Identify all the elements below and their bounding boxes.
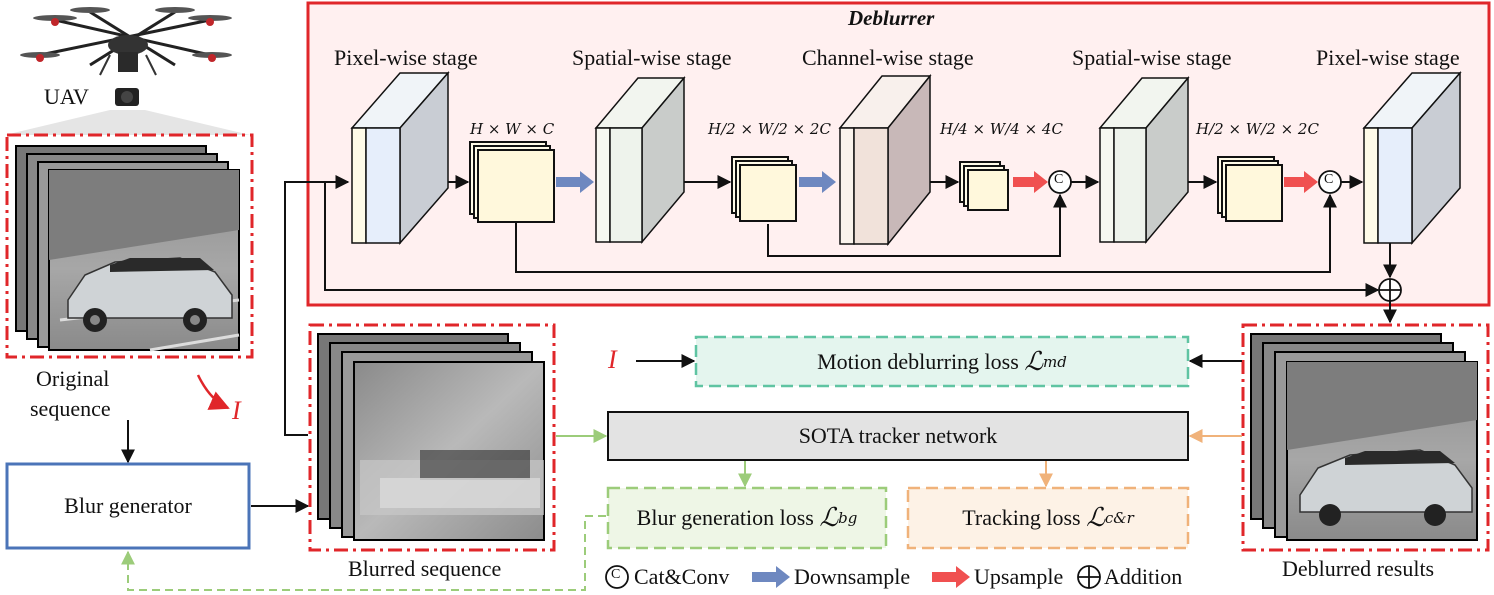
feature-map-3 <box>959 161 1009 211</box>
upsample-arrow-2 <box>1284 171 1318 193</box>
stage-label-3: Channel-wise stage <box>802 45 974 70</box>
dim-label-2: H/2 × W/2 × 2C <box>708 120 831 138</box>
stage-label-4: Spatial-wise stage <box>1072 45 1232 70</box>
legend-addition-label: Addition <box>1104 564 1183 589</box>
legend-upsample-label: Upsample <box>974 564 1064 589</box>
dim-label-4: H/2 × W/2 × 2C <box>1196 120 1319 138</box>
blurred-sequence-frames <box>317 333 545 541</box>
original-sequence-label-2: sequence <box>30 396 111 421</box>
legend-catconv-icon <box>605 565 629 589</box>
dim-label-1: H × W × C <box>470 120 555 138</box>
concat-node-2-label: C <box>1324 172 1334 187</box>
feature-map-2 <box>731 156 797 222</box>
stage-label-2: Spatial-wise stage <box>572 45 732 70</box>
original-to-I-arrow <box>196 374 230 410</box>
channel-block <box>838 73 932 247</box>
input-symbol-motion: I <box>608 345 617 374</box>
spatial-block-2 <box>1098 75 1190 245</box>
original-sequence-box <box>5 133 254 359</box>
blur-generator-label: Blur generator <box>64 493 192 518</box>
uav-label: UAV <box>44 84 89 109</box>
feature-map-1 <box>469 141 555 223</box>
legend-downsample-label: Downsample <box>794 564 911 589</box>
legend-downsample-icon <box>752 566 790 588</box>
downsample-arrow-2 <box>799 171 836 193</box>
upsample-arrow-1 <box>1013 171 1048 193</box>
tracking-loss-box <box>906 486 1190 550</box>
deblurrer-title: Deblurrer <box>848 6 935 30</box>
deblurred-results-box <box>1241 323 1490 552</box>
legend-upsample-icon <box>932 566 970 588</box>
legend-catconv-label: Cat&Conv <box>634 564 730 589</box>
blurred-sequence-label: Blurred sequence <box>348 556 502 581</box>
pixel-block-2 <box>1362 71 1462 245</box>
feature-map-4 <box>1217 156 1283 222</box>
original-sequence-frames <box>15 145 240 352</box>
motion-loss-box <box>694 335 1190 388</box>
tracker-label: SOTA tracker network <box>798 423 998 448</box>
concat-node-1-label: C <box>1054 172 1064 187</box>
addition-node <box>1378 278 1402 302</box>
legend-catconv-symbol: C <box>611 567 621 582</box>
legend-addition-icon <box>1077 565 1101 589</box>
blur-loss-box <box>606 486 888 550</box>
blur-generator-box <box>5 462 251 550</box>
deblurred-results-label: Deblurred results <box>1282 556 1435 581</box>
original-sequence-label-1: Original <box>36 366 110 391</box>
tracker-box <box>607 411 1189 461</box>
drone-icon <box>20 7 232 106</box>
uav-view-cone <box>5 110 250 135</box>
input-symbol-original: I <box>232 396 241 425</box>
deblurred-results-frames <box>1250 333 1478 541</box>
blur-loss-feedback-line <box>121 515 606 591</box>
pixel-block-1 <box>350 71 450 245</box>
stage-label-1: Pixel-wise stage <box>334 45 478 70</box>
spatial-block-1 <box>594 75 686 245</box>
blurred-sequence-box <box>308 323 556 552</box>
dim-label-3: H/4 × W/4 × 4C <box>940 120 1063 138</box>
stage-label-5: Pixel-wise stage <box>1316 45 1460 70</box>
downsample-arrow-1 <box>556 171 594 193</box>
